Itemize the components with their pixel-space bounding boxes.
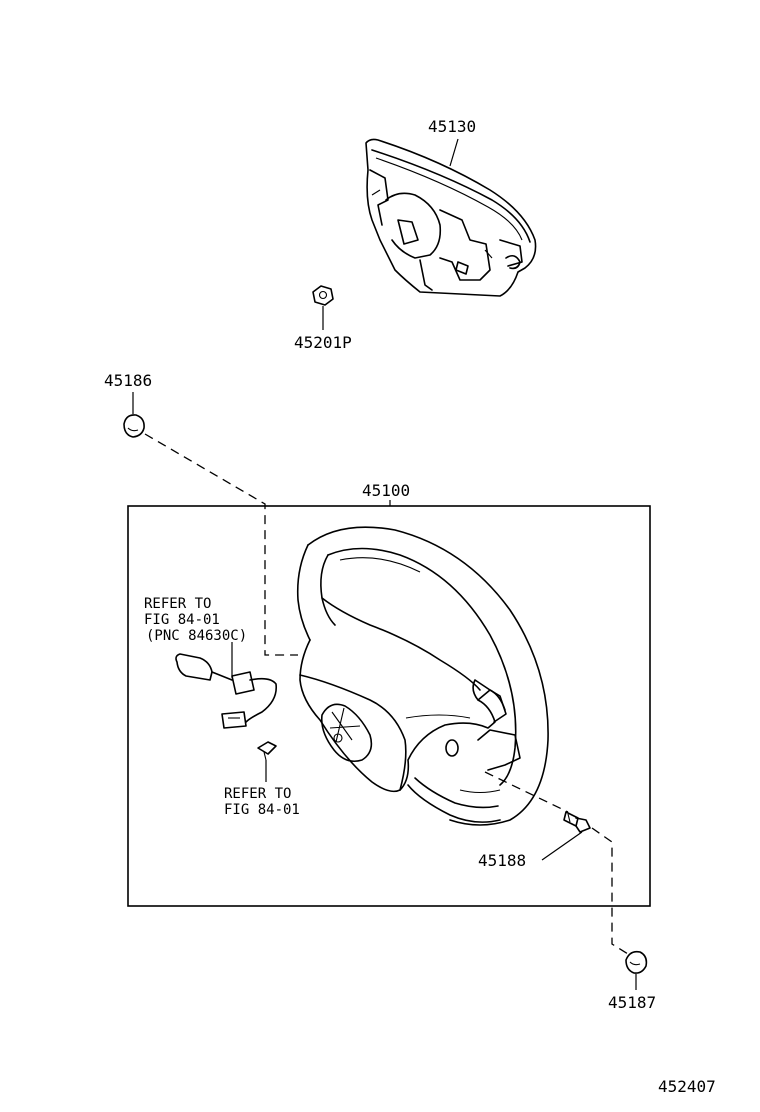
- note-fig-84-01-1: FIG 84-01: [144, 612, 220, 628]
- dash-line-45187: [591, 827, 629, 955]
- assembly-frame-45100: [127, 505, 651, 907]
- figure-id: 452407: [658, 1077, 716, 1096]
- part-45188-screw: [563, 811, 591, 833]
- label-45201p: 45201P: [294, 333, 352, 352]
- dash-line-45188: [484, 771, 569, 813]
- leader-45130: [449, 138, 459, 167]
- note-fig-84-01-2: FIG 84-01: [224, 802, 300, 818]
- part-horn-screw: [257, 741, 277, 761]
- note-pnc-84630c: (PNC 84630C): [146, 628, 247, 644]
- part-45186-cap: [123, 414, 145, 438]
- label-45130: 45130: [428, 117, 476, 136]
- part-45201p-nut: [312, 285, 334, 306]
- dash-line-45186: [144, 433, 298, 656]
- label-45186: 45186: [104, 371, 152, 390]
- label-45187: 45187: [608, 993, 656, 1012]
- part-45187-cap: [625, 950, 648, 974]
- note-refer-to-1: REFER TO: [144, 596, 211, 612]
- part-45100-steering-wheel: [296, 526, 549, 826]
- part-45130-horn-pad: [365, 138, 537, 297]
- note-refer-to-2: REFER TO: [224, 786, 291, 802]
- leader-45188: [541, 831, 583, 861]
- part-horn-wire-harness: [175, 653, 278, 729]
- label-45100: 45100: [362, 481, 410, 500]
- label-45188: 45188: [478, 851, 526, 870]
